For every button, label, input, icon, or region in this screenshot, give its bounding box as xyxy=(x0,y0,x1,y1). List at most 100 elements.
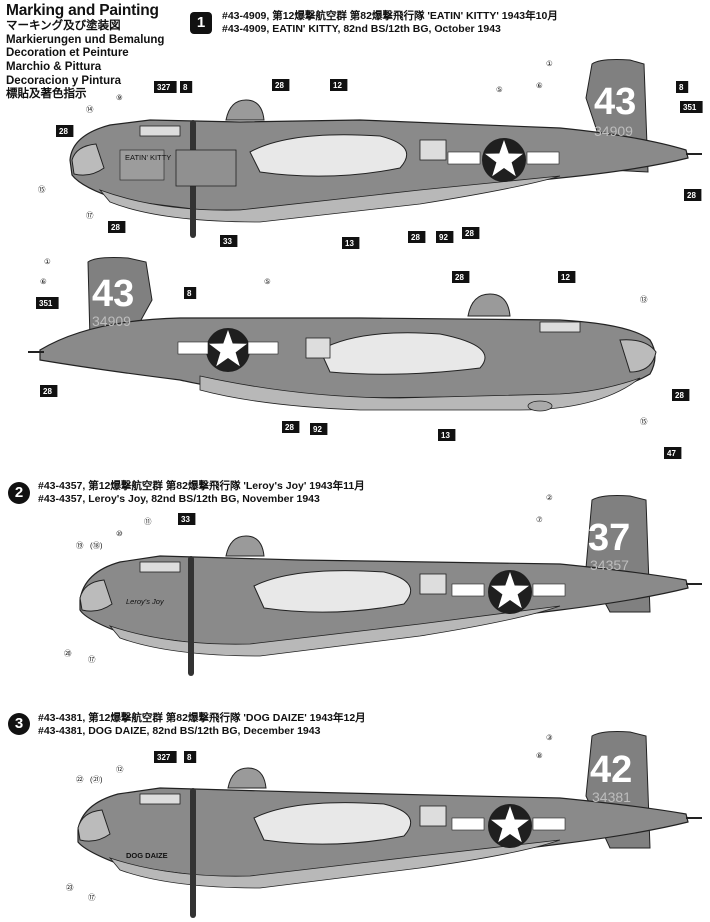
profile-2-bar-left xyxy=(177,341,209,355)
callout-p4_boxes-1-bg xyxy=(184,751,197,763)
profile-2-bar-right xyxy=(247,341,279,355)
title-it: Marchio & Pittura xyxy=(6,60,102,73)
callout-p1_boxes-12: 33 xyxy=(223,237,232,246)
callout-p1_boxes-6-bg xyxy=(684,189,702,201)
callout-p1_boxes-13: 28 xyxy=(111,223,120,232)
callout-p2_boxes-3-bg xyxy=(452,271,470,283)
callout-p4_boxes-0: 327 xyxy=(157,753,171,762)
title-de: Markierungen und Bemalung xyxy=(6,33,165,46)
callout-p2_boxes-6-bg xyxy=(282,421,300,433)
scheme-3-line-1: #43-4381, 第12爆撃航空群 第82爆撃飛行隊 'DOG DAIZE' … xyxy=(38,712,366,724)
profile-2-wing xyxy=(319,332,486,375)
callout-p3-paren-0: (⑱) xyxy=(90,541,103,550)
callout-p2_boxes-0-bg xyxy=(184,287,197,299)
profile-2-cockpit xyxy=(539,321,581,333)
callout-p2_boxes-5-bg xyxy=(672,389,690,401)
callout-p3-3: ⑩ xyxy=(116,529,123,538)
profile-3-tail-serial: 34357 xyxy=(590,557,629,573)
callout-p1_boxes-0-bg xyxy=(154,81,177,93)
callout-p1_boxes-11-bg xyxy=(342,237,360,249)
callout-p2_boxes-3: 28 xyxy=(455,273,464,282)
callout-p2_boxes-7: 92 xyxy=(313,425,322,434)
scheme-2-line-2: #43-4357, Leroy's Joy, 82nd BS/12th BG, … xyxy=(38,493,320,506)
callout-p1_boxes-3: 12 xyxy=(333,81,342,90)
profile-4-wing xyxy=(253,802,412,845)
callout-p2_boxes-7-bg xyxy=(310,423,328,435)
callout-p1_boxes-13-bg xyxy=(108,221,126,233)
profile-2-waist-window xyxy=(305,337,331,359)
callout-p1_boxes-7: 28 xyxy=(59,127,68,136)
callout-p3-5: ⑳ xyxy=(64,649,72,658)
profile-3-cockpit xyxy=(139,561,181,573)
callout-p1_boxes-2: 28 xyxy=(275,81,284,90)
callout-p2-3: ⑬ xyxy=(640,295,648,304)
profile-1-bar-right xyxy=(526,151,560,165)
profile-1-nose-art xyxy=(119,149,165,181)
profile-4-top-turret xyxy=(227,767,267,789)
callout-p1_boxes-8-bg xyxy=(408,231,426,243)
callout-p2_boxes-6: 28 xyxy=(285,423,294,432)
callout-p2-4: ⑮ xyxy=(640,417,648,426)
profile-4-nose-glazing xyxy=(77,809,111,842)
scheme-1-line-2: #43-4909, EATIN' KITTY, 82nd BS/12th BG,… xyxy=(222,23,501,36)
profile-1-waist-window xyxy=(419,139,447,161)
callout-p1_boxes-4-bg xyxy=(676,81,689,93)
callout-p1_boxes-5-bg xyxy=(680,101,703,113)
profile-4-dog-daize: DOG DAIZE 42 34381 xyxy=(77,731,702,918)
callout-p2_boxes-9: 47 xyxy=(667,449,676,458)
callout-p2_boxes-1-bg xyxy=(36,297,59,309)
callout-p4-1: ⑧ xyxy=(536,751,543,760)
title-cn: 標貼及著色指示 xyxy=(6,88,87,101)
scheme-1-line-1: #43-4909, 第12爆撃航空群 第82爆撃飛行隊 'EATIN' KITT… xyxy=(222,10,558,22)
profile-1-tail-serial: 34909 xyxy=(594,123,633,139)
profile-1-nose-glazing xyxy=(71,143,105,176)
scheme-2-caption: #43-4357, 第12爆撃航空群 第82爆撃飛行隊 'Leroy's Joy… xyxy=(38,480,365,506)
callout-p1_boxes-2-bg xyxy=(272,79,290,91)
callout-p4-2: ⑫ xyxy=(116,765,124,774)
scheme-1-caption: #43-4909, 第12爆撃航空群 第82爆撃飛行隊 'EATIN' KITT… xyxy=(222,10,558,36)
callout-p1_boxes-4: 8 xyxy=(679,83,684,92)
profile-3-tail-code: 37 xyxy=(588,517,630,559)
profile-1-engine xyxy=(175,149,237,187)
profile-4-star-insignia xyxy=(488,804,532,848)
profile-1-nose-art-text: EATIN' KITTY xyxy=(125,153,171,162)
callout-p2_boxes-5: 28 xyxy=(675,391,684,400)
profile-1-top-turret xyxy=(225,99,265,121)
profile-3-star-insignia xyxy=(488,570,532,614)
title-fr: Decoration et Peinture xyxy=(6,47,129,60)
profile-2-tail-code: 43 xyxy=(92,273,134,315)
callout-p3_boxes-0-bg xyxy=(178,513,196,525)
callout-p4_boxes-1: 8 xyxy=(187,753,192,762)
profile-4-nose-art-text: DOG DAIZE xyxy=(126,851,168,860)
profile-2-star-insignia xyxy=(206,328,250,372)
profile-4-tail-serial: 34381 xyxy=(592,789,631,805)
profile-2-nose-glazing xyxy=(619,339,657,373)
profile-2-underside xyxy=(199,375,641,411)
callout-p4-0: ③ xyxy=(546,733,553,742)
header-block: Marking and Painting マーキング及び塗装図 Markieru… xyxy=(6,2,164,102)
callout-p1_boxes-0: 327 xyxy=(157,83,171,92)
callout-p2_boxes-2: 28 xyxy=(43,387,52,396)
callout-p1_boxes-9: 92 xyxy=(439,233,448,242)
callout-p4_boxes-0-bg xyxy=(154,751,177,763)
profile-4-bar-left xyxy=(451,817,485,831)
profile-1-bar-left xyxy=(447,151,481,165)
callout-p1_boxes-1: 8 xyxy=(183,83,188,92)
callout-p1_boxes-10: 28 xyxy=(465,229,474,238)
callout-p2_boxes-4-bg xyxy=(558,271,576,283)
profile-3-leroys-joy: Leroy's Joy 37 34357 xyxy=(79,495,702,676)
scheme-3-badge: 3 xyxy=(8,713,30,735)
callout-p1_boxes-9-bg xyxy=(436,231,454,243)
callout-p2_boxes-8-bg xyxy=(438,429,456,441)
callout-p3_boxes-0: 33 xyxy=(181,515,190,524)
callout-p3-6: ⑰ xyxy=(88,655,96,664)
callout-p1-0: ① xyxy=(546,59,553,68)
callout-p1-5: ⑮ xyxy=(38,185,46,194)
callout-p3-0: ② xyxy=(546,493,553,502)
profile-1-cockpit xyxy=(139,125,181,137)
scheme-2-badge: 2 xyxy=(8,482,30,504)
profile-2-tail-serial: 34909 xyxy=(92,313,131,329)
callout-p2_boxes-1: 351 xyxy=(39,299,53,308)
profile-4-propeller xyxy=(190,788,196,918)
